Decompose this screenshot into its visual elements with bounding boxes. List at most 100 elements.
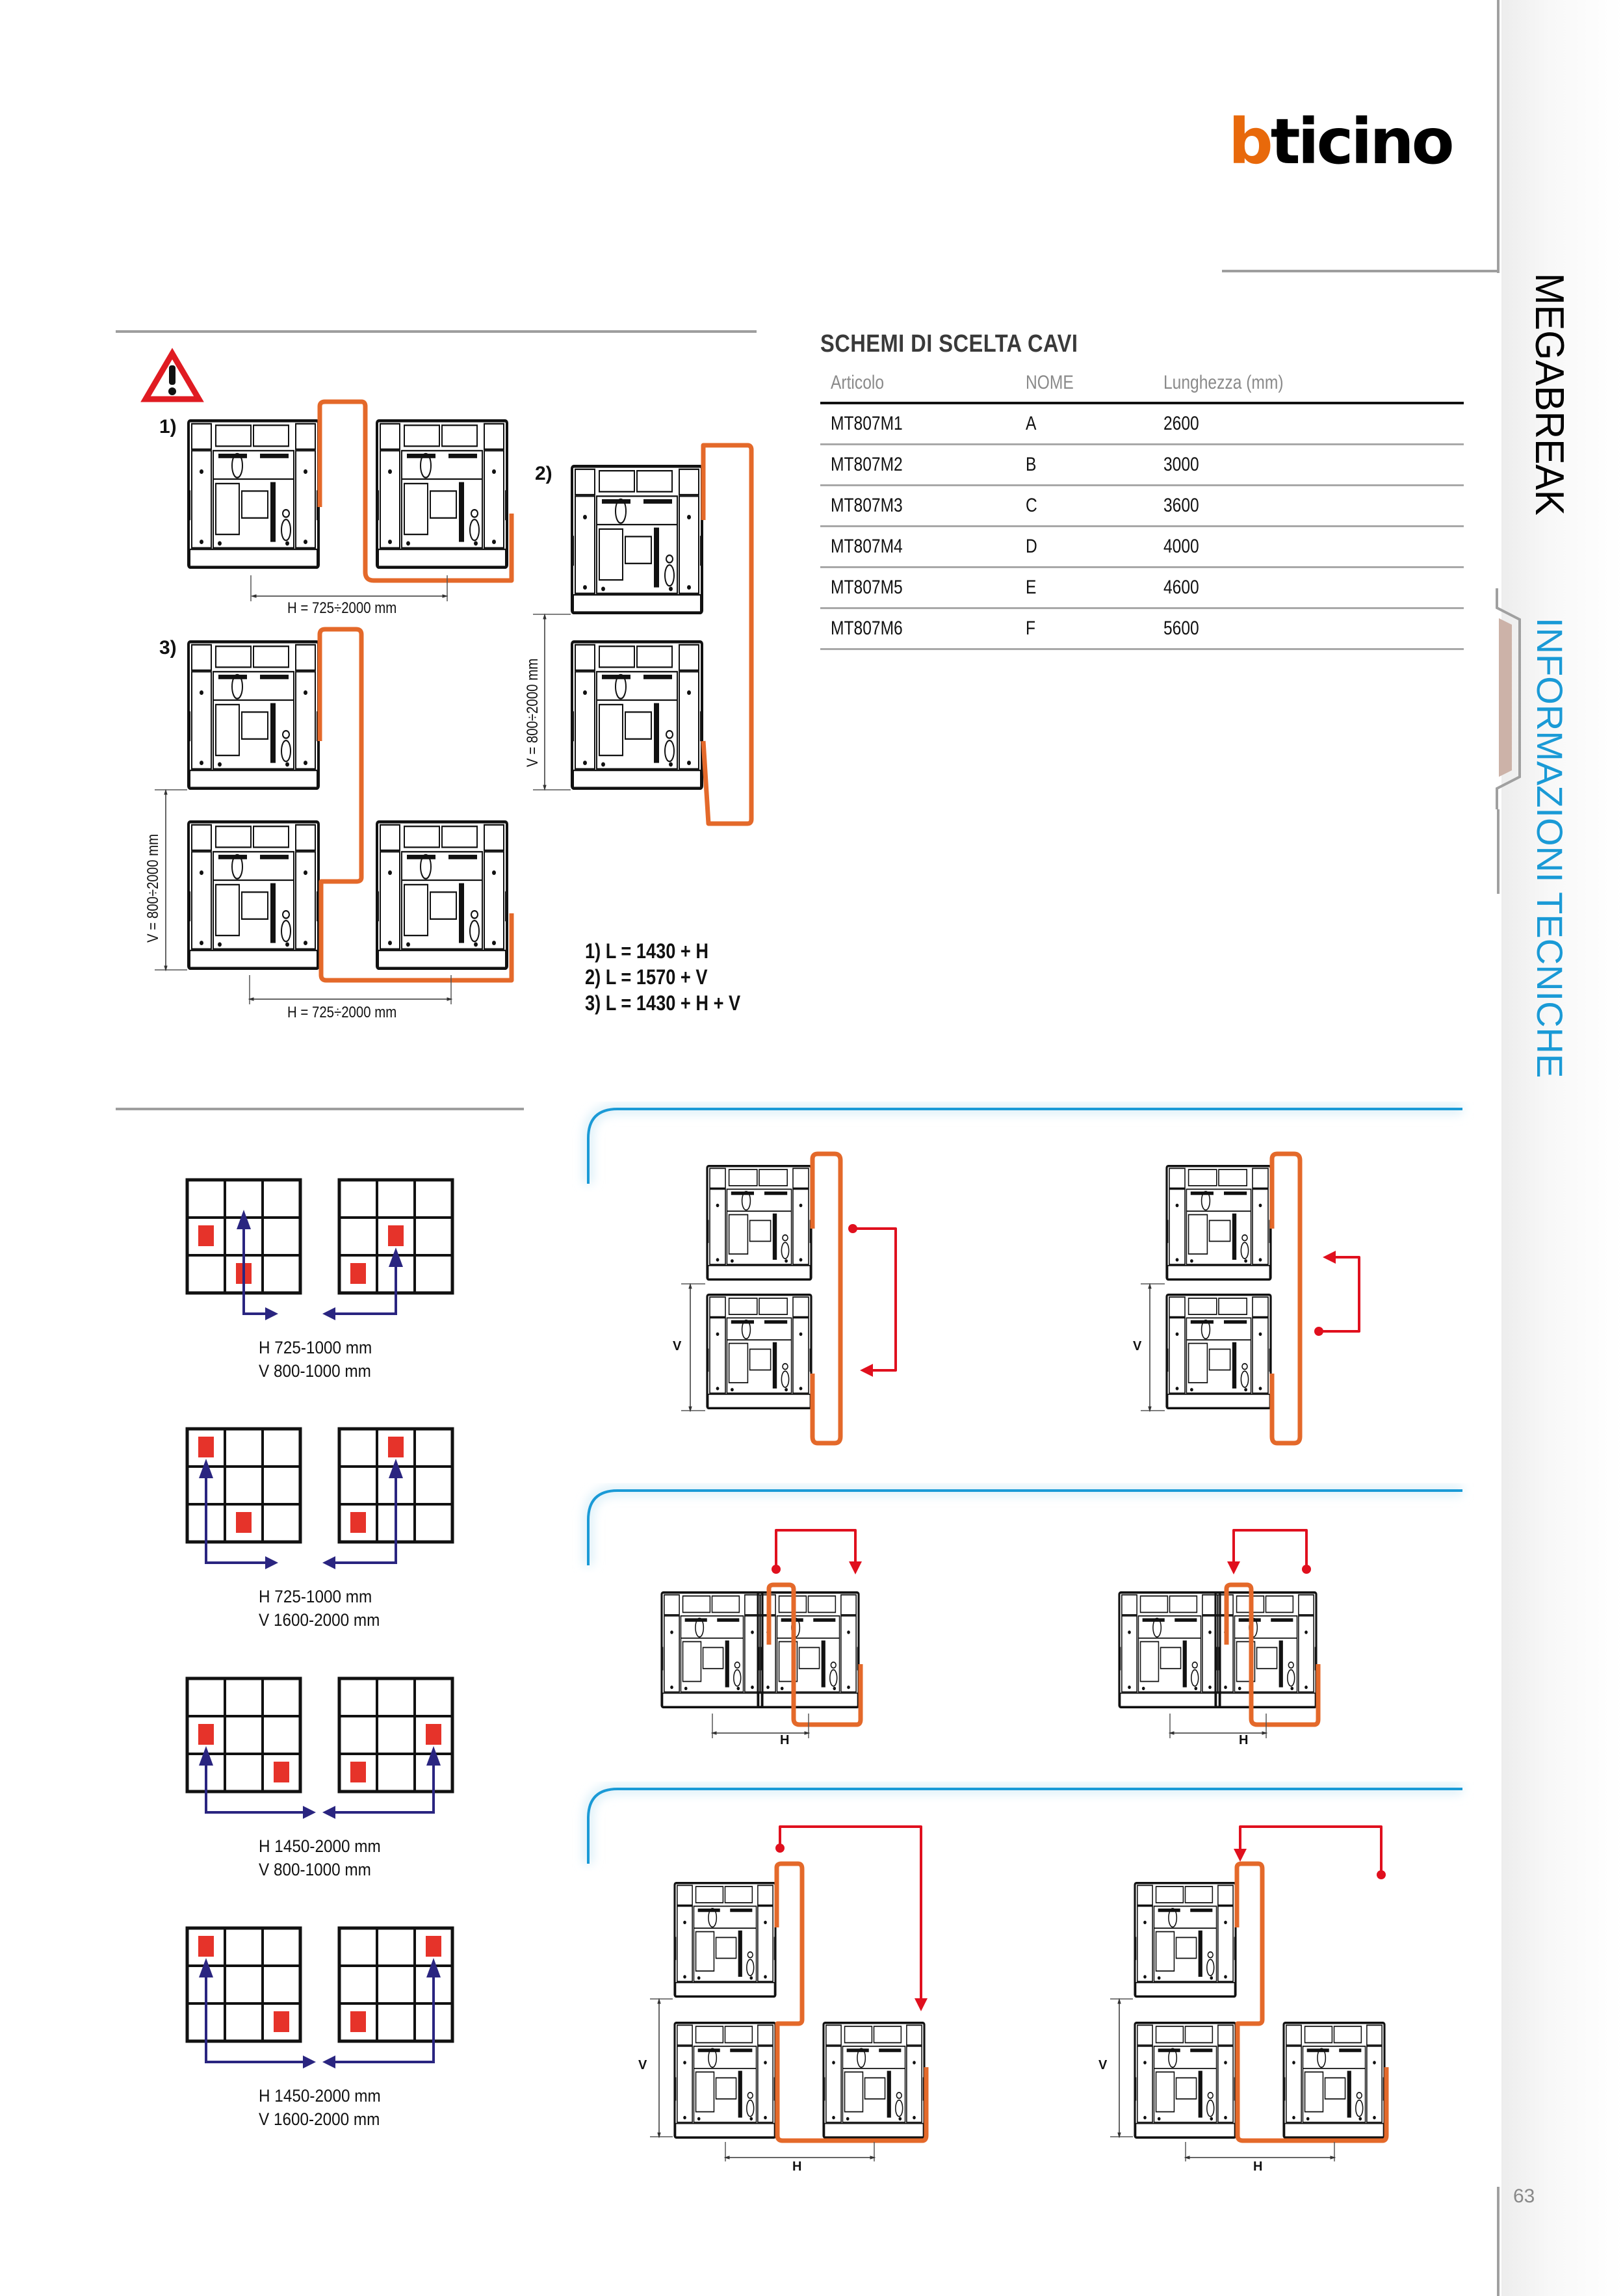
sidebar-product: MEGABREAK (1527, 272, 1572, 515)
frame-glow (584, 1104, 1462, 1184)
circuit-breaker-icon (1134, 1882, 1237, 1998)
cable-route (810, 1151, 843, 1446)
arrow-head (389, 1247, 403, 1267)
scheme-label-1: 1) (159, 416, 177, 437)
circuit-breaker-icon (571, 640, 703, 790)
circuit-breaker-icon (822, 2022, 926, 2139)
circuit-breaker-icon (673, 2022, 777, 2139)
cable-route (1234, 1861, 1389, 2143)
arrow-head (426, 1958, 441, 1977)
table-title: SCHEMI DI SCELTA CAVI (820, 330, 1078, 358)
grid-diagram (322, 1427, 454, 1569)
breaker-position-marker (274, 1762, 289, 1782)
breaker-position-marker (426, 1936, 441, 1957)
circuit-breaker-icon (660, 1591, 764, 1709)
route-arrow (1227, 1529, 1308, 1574)
circuit-breaker-icon (1282, 2022, 1386, 2139)
breaker-position-marker (350, 1263, 366, 1284)
section-frame (587, 1108, 1462, 1184)
breaker-position-marker (350, 1512, 366, 1533)
arrow-head (199, 1459, 213, 1478)
circuit-breaker-icon (376, 820, 508, 970)
grid-diagram (185, 1926, 316, 2068)
route-v-label-2: V (1133, 1339, 1142, 1353)
route-h-label-1: H (780, 1733, 790, 1747)
logo-ticino: ticino (1270, 105, 1455, 178)
dim-h-scheme1: H = 725÷2000 mm (287, 599, 397, 617)
formula-3: 3) L = 1430 + H + V (585, 991, 741, 1015)
circuit-breaker-icon (187, 820, 320, 970)
scheme-label-2: 2) (535, 463, 552, 484)
route-v-label-4: V (1098, 2058, 1108, 2072)
route-v-label-1: V (673, 1339, 682, 1353)
section-frame (587, 1489, 1462, 1565)
page-number: 63 (1513, 2185, 1535, 2207)
section-rule-2 (116, 1108, 524, 1110)
route-arrow (1234, 1825, 1383, 1875)
direction-arrow (205, 1963, 316, 2068)
arrow-head (389, 1459, 403, 1478)
sidebar-divider (1497, 0, 1500, 273)
circuit-breaker-icon (187, 640, 320, 790)
circuit-breaker-icon (706, 1165, 812, 1281)
route-h-label-4: H (1253, 2159, 1263, 2174)
breaker-position-marker (426, 1724, 441, 1745)
header-rule (1222, 270, 1498, 272)
breaker-position-marker (198, 1437, 214, 1457)
direction-arrow (205, 1464, 278, 1569)
section-rule (116, 330, 757, 333)
circuit-breaker-icon (1165, 1165, 1272, 1281)
section-tab-marker (1499, 618, 1512, 777)
direction-arrow (322, 1963, 435, 2068)
breaker-position-marker (388, 1437, 404, 1457)
grid-diagram (322, 1676, 454, 1819)
breaker-position-marker (198, 1225, 214, 1246)
cable-route (774, 1861, 929, 2143)
cable-route (766, 1582, 863, 1727)
formula-2: 2) L = 1570 + V (585, 965, 708, 989)
dim-h-scheme3: H = 725÷2000 mm (287, 1004, 397, 1021)
arrow-head (426, 1746, 441, 1766)
grid-diagram (185, 1427, 302, 1569)
route-h-label-2: H (1239, 1733, 1249, 1747)
grid-diagram (322, 1178, 454, 1320)
breaker-position-marker (236, 1512, 252, 1533)
direction-arrow (205, 1751, 316, 1819)
bticino-logo: bticino (1228, 111, 1455, 173)
grid-diagram (185, 1676, 316, 1819)
arrow-head (237, 1210, 251, 1229)
arrow-head (199, 1958, 213, 1977)
route-v-label-3: V (638, 2058, 647, 2072)
circuit-breaker-icon (673, 1882, 777, 1998)
circuit-breaker-icon (376, 419, 508, 569)
cable-route (317, 399, 514, 583)
breaker-position-marker (274, 2011, 289, 2032)
cable-route (701, 443, 754, 826)
circuit-breaker-icon (1134, 2022, 1237, 2139)
col-nome: NOME (1015, 364, 1153, 404)
cable-route (1224, 1582, 1321, 1727)
cable-route (1269, 1151, 1303, 1446)
circuit-breaker-icon (187, 419, 320, 569)
warning-triangle-icon (140, 348, 204, 402)
sidebar (1501, 0, 1623, 2296)
route-h-label-3: H (792, 2159, 802, 2174)
grid-diagram (322, 1926, 454, 2068)
breaker-position-marker (198, 1724, 214, 1745)
route-arrow (775, 1529, 862, 1574)
circuit-breaker-icon (706, 1294, 812, 1409)
formula-1: 1) L = 1430 + H (585, 939, 709, 963)
circuit-breaker-icon (571, 465, 703, 614)
breaker-position-marker (350, 1762, 366, 1782)
direction-arrow (242, 1215, 278, 1320)
section-frame (587, 1788, 1462, 1864)
breaker-position-marker (198, 1936, 214, 1957)
